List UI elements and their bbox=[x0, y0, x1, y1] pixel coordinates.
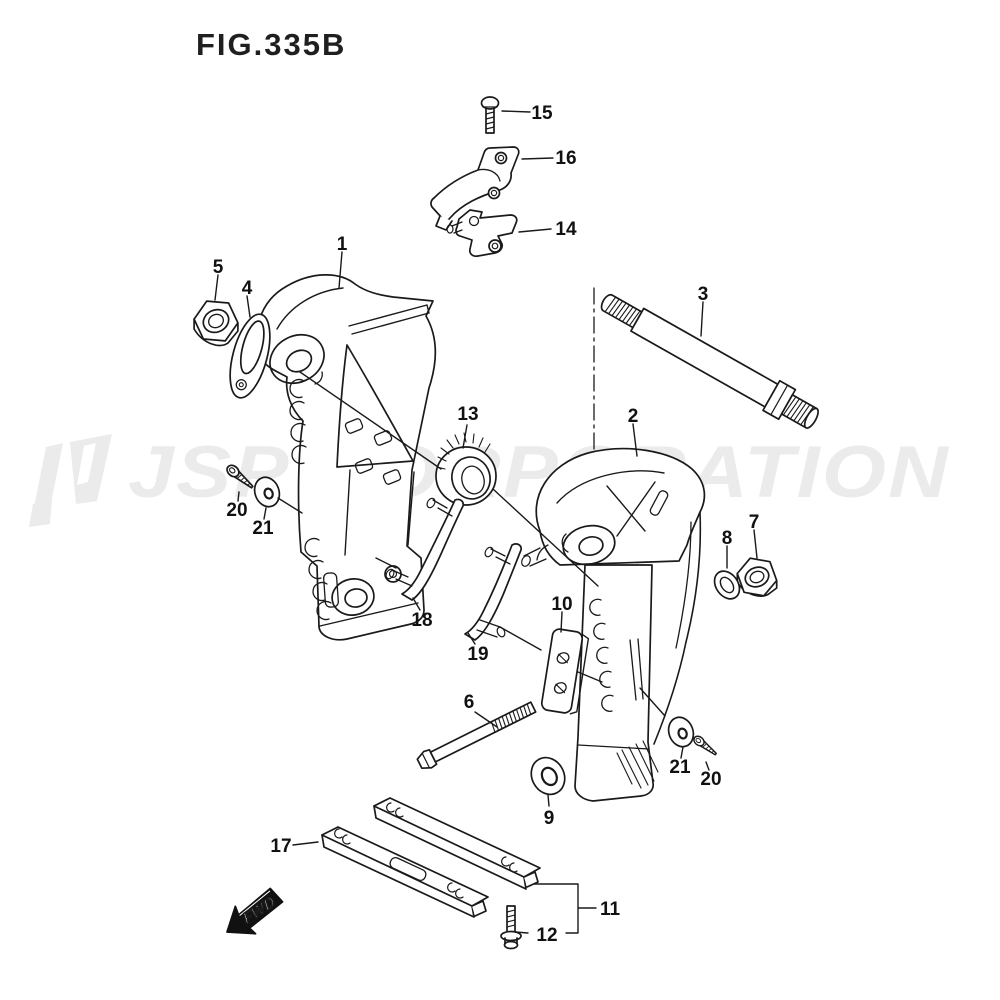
part-12-bolt bbox=[500, 905, 522, 950]
callout-4: 4 bbox=[242, 278, 253, 299]
callout-8: 8 bbox=[722, 528, 733, 549]
part-9-washer bbox=[530, 756, 566, 796]
callout-20-left: 20 bbox=[226, 500, 247, 521]
part-20-screw-right bbox=[693, 735, 717, 756]
callout-20-right: 20 bbox=[700, 769, 721, 790]
part-2-clamp-bracket-right bbox=[521, 447, 706, 802]
callouts: 1 2 3 4 5 6 7 8 9 10 11 12 13 14 15 16 1… bbox=[213, 103, 760, 946]
leader-lines bbox=[214, 110, 758, 934]
callout-12: 12 bbox=[536, 925, 557, 946]
part-16-bracket bbox=[430, 146, 520, 231]
callout-5: 5 bbox=[213, 257, 224, 278]
watermark-logo bbox=[33, 443, 63, 512]
part-6-bolt bbox=[416, 701, 537, 770]
fwd-arrow: FWD bbox=[226, 887, 284, 935]
callout-3: 3 bbox=[698, 284, 709, 305]
part-10-plate bbox=[540, 628, 590, 715]
callout-2: 2 bbox=[628, 406, 639, 427]
part-14-bracket bbox=[446, 209, 518, 258]
part-4-gasket bbox=[229, 313, 271, 399]
callout-11: 11 bbox=[600, 899, 621, 920]
part-18-lever bbox=[385, 497, 465, 601]
part-20-screw-left bbox=[226, 464, 254, 489]
part-7-nut bbox=[736, 557, 778, 597]
callout-9: 9 bbox=[544, 808, 555, 829]
callout-6: 6 bbox=[464, 692, 475, 713]
callout-15: 15 bbox=[531, 103, 553, 124]
callout-17: 17 bbox=[270, 836, 291, 857]
callout-14: 14 bbox=[555, 219, 577, 240]
watermark-logo-bar bbox=[70, 434, 112, 504]
watermark-logo-slash bbox=[77, 443, 96, 485]
part-13-bushing bbox=[435, 432, 497, 506]
callout-13: 13 bbox=[457, 404, 478, 425]
callout-7: 7 bbox=[749, 512, 760, 533]
part-19-lever bbox=[464, 543, 522, 641]
callout-21-left: 21 bbox=[252, 518, 274, 539]
callout-16: 16 bbox=[555, 148, 576, 169]
callout-1: 1 bbox=[337, 234, 348, 255]
callout-18: 18 bbox=[411, 610, 432, 631]
part-5-nut bbox=[193, 300, 239, 347]
figure-title: FIG.335B bbox=[196, 27, 346, 62]
part-21-washer-right bbox=[667, 716, 695, 748]
part-17-plate bbox=[321, 826, 489, 918]
part-3-shaft bbox=[600, 293, 819, 429]
part-21-washer-left bbox=[253, 476, 281, 508]
part-8-washer bbox=[713, 570, 741, 600]
callout-21-right: 21 bbox=[669, 757, 691, 778]
callout-10: 10 bbox=[551, 594, 572, 615]
part-11-plate bbox=[373, 797, 541, 890]
part-15-bolt bbox=[480, 96, 500, 134]
callout-19: 19 bbox=[467, 644, 488, 665]
watermark-logo-foot bbox=[29, 500, 52, 527]
diagram-art: FWD bbox=[193, 96, 819, 950]
